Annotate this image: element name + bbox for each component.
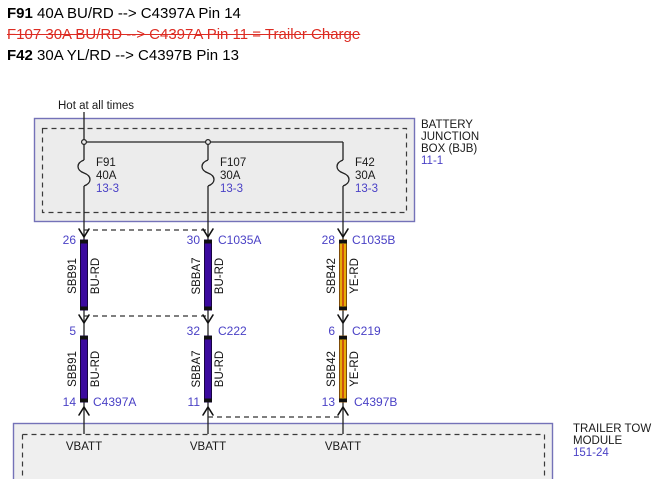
connector-link-dashes (84, 229, 343, 418)
module-pin-label: VBATT (324, 441, 362, 453)
note-f42: F42 30A YL/RD --> C4397B Pin 13 (7, 46, 239, 65)
wire-color-label: BU-RD (214, 350, 226, 388)
pin-number: 28 (321, 233, 335, 247)
bjb-page-ref: 11-1 (421, 155, 444, 167)
bjb-box (33, 117, 416, 223)
fuse-symbol (336, 159, 350, 187)
junction-dot (205, 139, 212, 146)
pin-number: 32 (186, 324, 200, 338)
fuse-page-ref: 13-3 (220, 183, 244, 195)
note-f107-text: F107 30A BU/RD --> C4397A Pin 11 = Trail… (7, 26, 361, 43)
connector-label: C219 (352, 324, 381, 338)
pin-number: 14 (62, 395, 76, 409)
pin-number: 26 (62, 233, 76, 247)
bjb-name-line3: BOX (BJB) (421, 143, 478, 155)
fuse-symbol (201, 159, 215, 187)
note-f91-fuse: F91 (7, 5, 33, 22)
wire-segments (80, 239, 347, 403)
pin-number: 11 (187, 395, 200, 409)
connector-arrow-icons (78, 228, 349, 416)
module-page-ref: 151-24 (573, 447, 609, 459)
pin-number: 13 (321, 395, 335, 409)
circuit-label: SBB42 (326, 258, 338, 294)
wire-segment-bu-rd (80, 239, 88, 311)
pin-number: 5 (69, 324, 76, 338)
power-source-label: Hot at all times (58, 100, 135, 112)
note-f91: F91 40A BU/RD --> C4397A Pin 14 (7, 4, 241, 23)
note-f42-fuse: F42 (7, 47, 33, 64)
circuit-label: SBB91 (67, 258, 79, 294)
note-f42-text: 30A YL/RD --> C4397B Pin 13 (32, 47, 239, 64)
fuse-page-ref: 13-3 (96, 183, 120, 195)
wire-segment-bu-rd (204, 335, 212, 403)
fuse-page-ref: 13-3 (355, 183, 379, 195)
connector-label: C1035A (218, 233, 262, 247)
fuse-rating: 30A (220, 170, 241, 182)
wire-color-label: YE-RD (349, 351, 361, 387)
wire-color-label: BU-RD (90, 257, 102, 295)
wire-color-label: BU-RD (214, 257, 226, 295)
module-pin-label: VBATT (189, 441, 227, 453)
bjb-name-line1: BATTERY (421, 119, 473, 131)
fuse-rating: 40A (96, 170, 117, 182)
module-name-line2: MODULE (573, 435, 623, 447)
module-box (12, 422, 554, 479)
circuit-label: SBBA7 (191, 257, 203, 295)
wire-segment-bu-rd (204, 239, 212, 311)
fuse-symbol (77, 159, 91, 187)
circuit-label: SBBA7 (191, 350, 203, 388)
fuse-name: F42 (355, 157, 375, 169)
connector-label: C4397B (354, 395, 398, 409)
connector-label: C4397A (93, 395, 137, 409)
circuit-label: SBB42 (326, 351, 338, 387)
pin-number: 30 (186, 233, 200, 247)
wire-color-label: BU-RD (90, 350, 102, 388)
circuit-label: SBB91 (67, 351, 79, 387)
fuse-name: F107 (220, 157, 247, 169)
note-f107-struck: F107 30A BU/RD --> C4397A Pin 11 = Trail… (7, 25, 360, 44)
wire-color-label: YE-RD (349, 258, 361, 294)
connector-label: C1035B (352, 233, 396, 247)
pin-number: 6 (328, 324, 335, 338)
junction-dot (80, 139, 87, 146)
wire-segment-bu-rd (80, 335, 88, 403)
note-f91-text: 40A BU/RD --> C4397A Pin 14 (32, 5, 241, 22)
connector-label: C222 (218, 324, 247, 338)
module-pin-label: VBATT (65, 441, 103, 453)
fuse-name: F91 (96, 157, 116, 169)
fuse-rating: 30A (355, 170, 376, 182)
bjb-name-line2: JUNCTION (421, 131, 480, 143)
module-name-line1: TRAILER TOW (573, 423, 652, 435)
